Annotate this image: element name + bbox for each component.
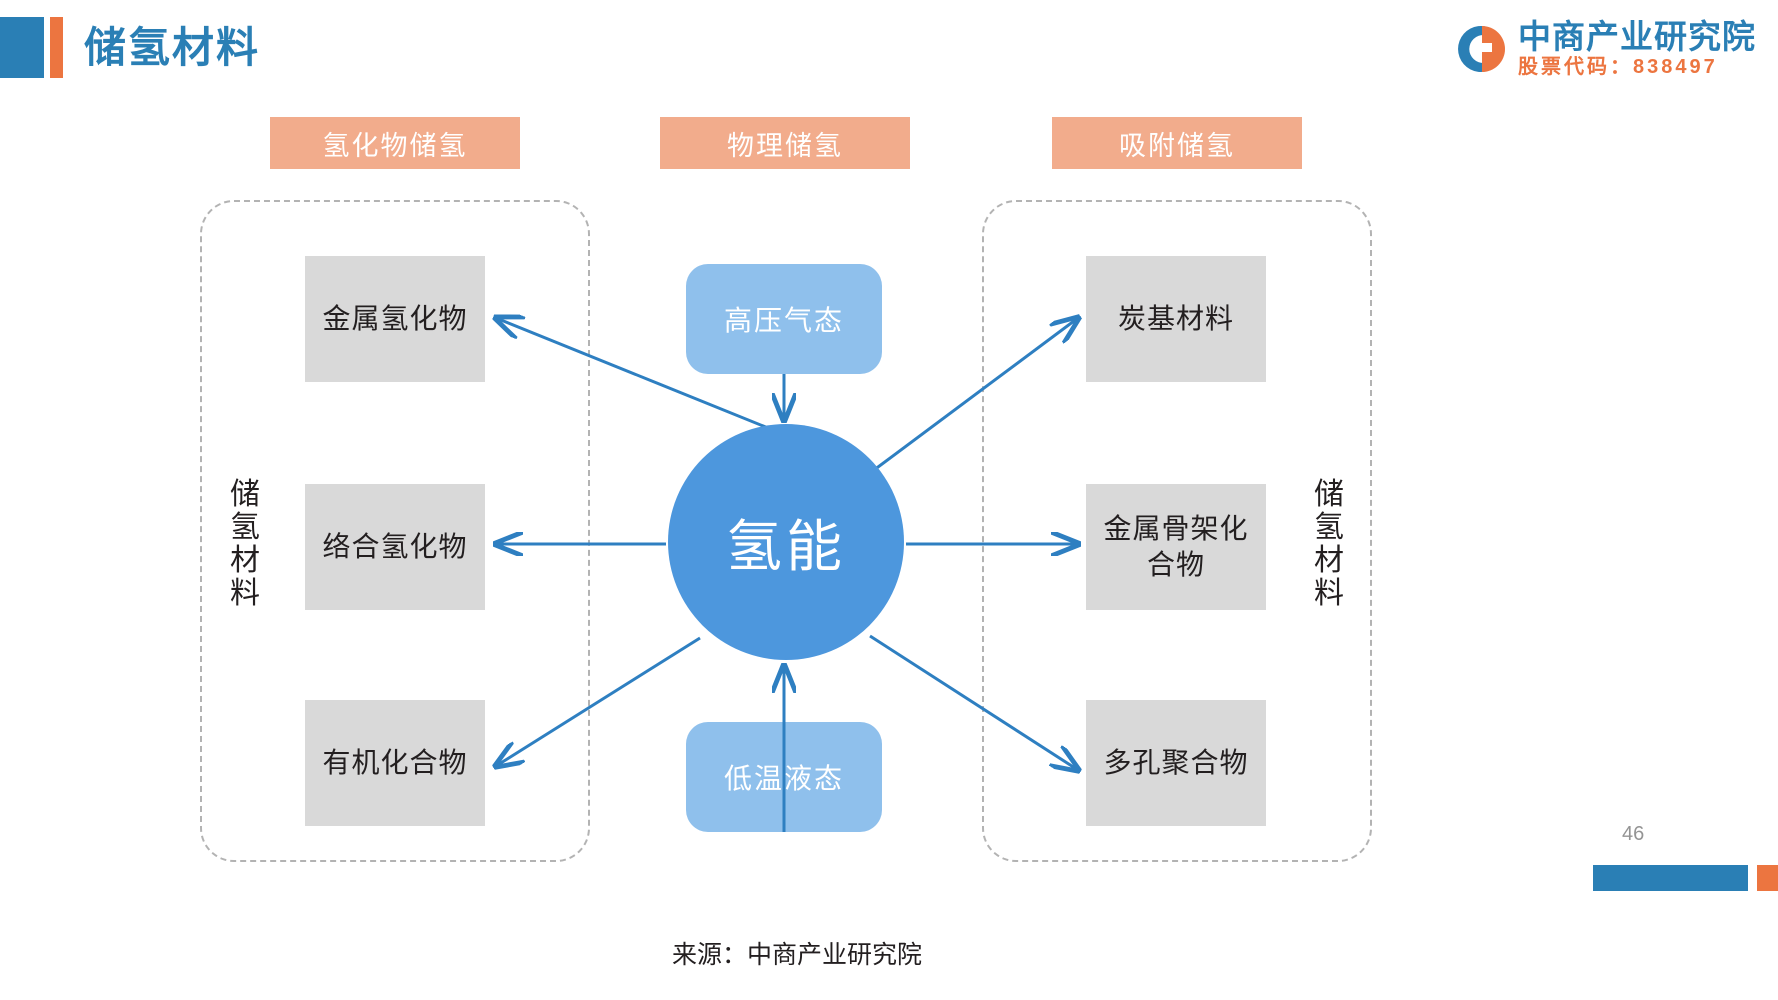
material-box-metal-framework: 金属骨架化合物 [1086, 484, 1266, 610]
page-title: 储氢材料 [84, 24, 261, 71]
banner-hydride-storage: 氢化物储氢 [270, 117, 520, 169]
logo-company-name: 中商产业研究院 [1518, 18, 1756, 55]
header-blue-block [0, 17, 44, 78]
header-orange-bar [50, 17, 63, 78]
page-number: 46 [1622, 823, 1645, 845]
source-note: 来源：中商产业研究院 [672, 941, 923, 969]
banner-physical-storage: 物理储氢 [660, 117, 910, 169]
material-box-metal-hydride: 金属氢化物 [305, 256, 485, 382]
footer-bar-orange [1757, 865, 1778, 891]
material-box-porous-polymer: 多孔聚合物 [1086, 700, 1266, 826]
banner-adsorption-storage: 吸附储氢 [1052, 117, 1302, 169]
side-label-right: 储氢材料 [1314, 478, 1344, 610]
company-logo: 中商产业研究院 股票代码：838497 [1450, 16, 1756, 82]
material-box-complex-hydride: 络合氢化物 [305, 484, 485, 610]
material-box-organic-compound: 有机化合物 [305, 700, 485, 826]
footer-bar-blue [1593, 865, 1748, 891]
material-box-carbon-based: 炭基材料 [1086, 256, 1266, 382]
logo-stock-code: 股票代码：838497 [1518, 56, 1718, 78]
page-header: 储氢材料 中商产业研究院 股票代码：838497 [0, 0, 1778, 100]
node-cryogenic-liquid: 低温液态 [686, 722, 882, 832]
group-frame-right [982, 200, 1372, 862]
group-frame-left [200, 200, 590, 862]
center-node-hydrogen-energy: 氢能 [668, 424, 904, 660]
side-label-left: 储氢材料 [230, 478, 260, 610]
node-high-pressure-gas: 高压气态 [686, 264, 882, 374]
company-c-mark-icon [1450, 20, 1508, 78]
